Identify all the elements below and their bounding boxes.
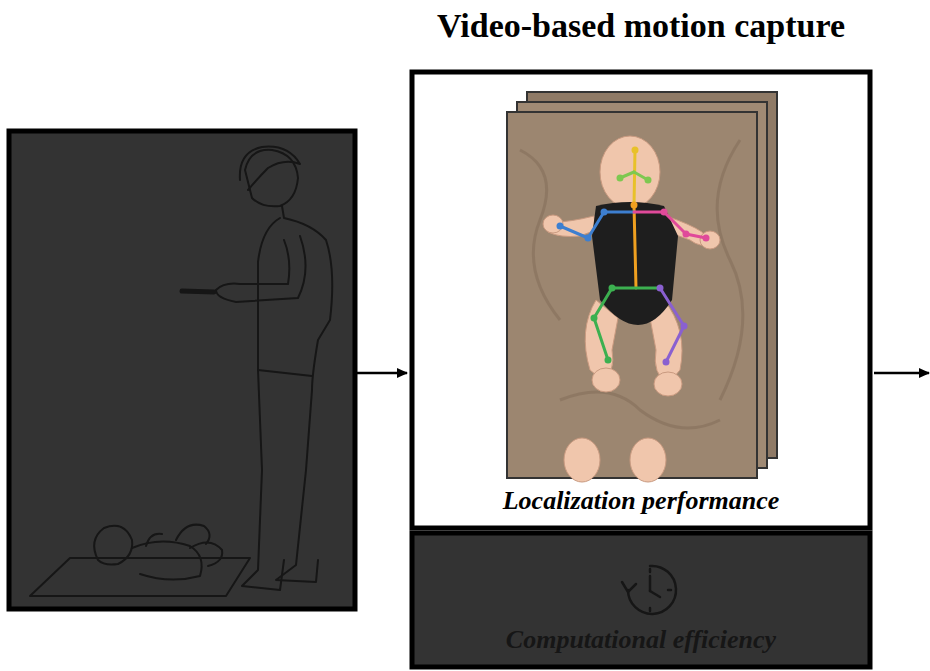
- clock-icon: [622, 566, 676, 614]
- panel-frame: [412, 72, 870, 528]
- panel-box: Localization performance: [412, 72, 870, 528]
- flow-arrow: [356, 372, 407, 375]
- recording-scene: [9, 131, 355, 609]
- panel-label: Localization performance: [503, 486, 780, 516]
- diagram-title: Video-based motion capture: [410, 6, 872, 47]
- flow-arrow: [874, 372, 929, 375]
- panel-box: Computational efficiency: [412, 533, 870, 667]
- panel-frame: [412, 533, 870, 667]
- video-frames: [507, 92, 777, 482]
- panel-label: Computational efficiency: [506, 625, 776, 655]
